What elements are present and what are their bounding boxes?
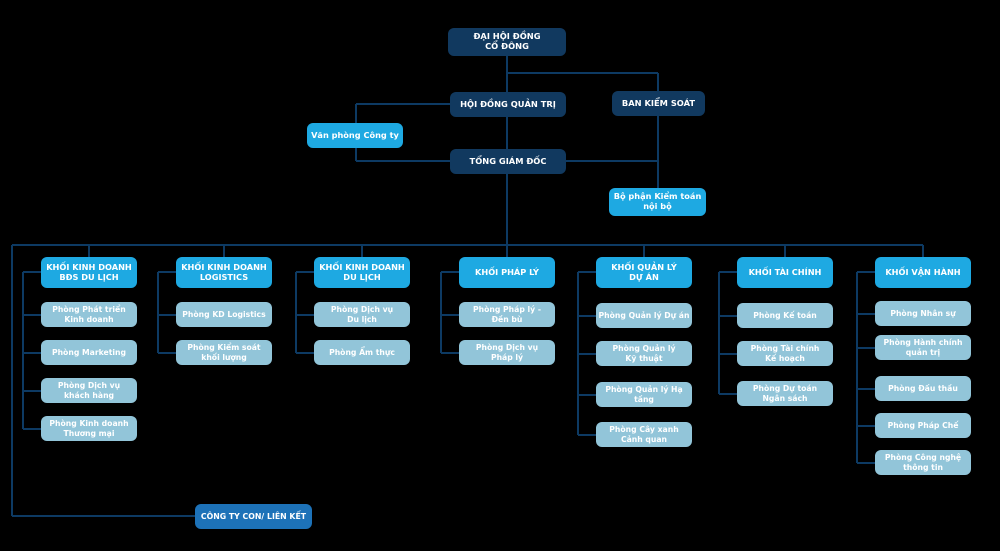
division-header: KHỐI KINH DOANH LOGISTICS — [176, 257, 272, 288]
connector-line — [719, 315, 737, 317]
department-node: Phòng Kinh doanh Thương mại — [41, 416, 137, 441]
connector-line — [11, 245, 13, 516]
connector-line — [578, 271, 596, 273]
node-internal-audit: Bộ phận Kiểm toán nội bộ — [609, 188, 706, 216]
node-shareholders-meeting: ĐẠI HỘI ĐỒNG CỔ ĐÔNG — [448, 28, 566, 56]
connector-line — [856, 272, 858, 463]
connector-line — [441, 271, 459, 273]
connector-line — [23, 352, 41, 354]
department-node: Phòng Tài chính Kế hoạch — [737, 341, 833, 366]
department-node: Phòng Ẩm thực — [314, 340, 410, 365]
division-header: KHỐI VẬN HÀNH — [875, 257, 971, 288]
connector-line — [23, 390, 41, 392]
connector-line — [578, 434, 596, 436]
connector-line — [12, 515, 196, 517]
node-board-of-directors: HỘI ĐỒNG QUẢN TRỊ — [450, 92, 566, 117]
connector-line — [857, 313, 875, 315]
connector-line — [296, 314, 314, 316]
connector-line — [578, 353, 596, 355]
connector-line — [566, 160, 658, 162]
connector-line — [577, 272, 579, 435]
connector-line — [356, 103, 450, 105]
division-header: KHỐI TÀI CHÍNH — [737, 257, 833, 288]
department-node: Phòng Cây xanh Cảnh quan — [596, 422, 692, 447]
connector-line — [440, 272, 442, 353]
department-node: Phòng Dịch vụ khách hàng — [41, 378, 137, 403]
connector-line — [578, 394, 596, 396]
connector-line — [12, 244, 923, 246]
connector-line — [507, 72, 658, 74]
connector-line — [578, 315, 596, 317]
connector-line — [23, 271, 41, 273]
connector-line — [157, 272, 159, 353]
department-node: Phòng Dịch vụ Pháp lý — [459, 340, 555, 365]
node-company-office: Văn phòng Công ty — [307, 123, 403, 148]
connector-line — [506, 56, 508, 92]
connector-line — [441, 314, 459, 316]
connector-line — [719, 271, 737, 273]
connector-line — [657, 73, 659, 91]
connector-line — [857, 271, 875, 273]
department-node: Phòng Phát triển Kinh doanh — [41, 302, 137, 327]
department-node: Phòng Nhân sự — [875, 301, 971, 326]
connector-line — [857, 388, 875, 390]
connector-line — [158, 314, 176, 316]
department-node: Phòng Pháp lý - Đền bù — [459, 302, 555, 327]
connector-line — [922, 245, 924, 257]
connector-line — [223, 245, 225, 257]
department-node: Phòng Marketing — [41, 340, 137, 365]
connector-line — [23, 428, 41, 430]
division-header: KHỐI PHÁP LÝ — [459, 257, 555, 288]
department-node: Phòng Dịch vụ Du lịch — [314, 302, 410, 327]
connector-line — [857, 347, 875, 349]
node-subsidiary-affiliates: CÔNG TY CON/ LIÊN KẾT — [195, 504, 312, 529]
connector-line — [296, 271, 314, 273]
connector-line — [158, 271, 176, 273]
department-node: Phòng Dự toán Ngân sách — [737, 381, 833, 406]
connector-line — [719, 353, 737, 355]
department-node: Phòng Pháp Chế — [875, 413, 971, 438]
connector-line — [361, 245, 363, 257]
connector-line — [295, 272, 297, 353]
connector-line — [719, 393, 737, 395]
department-node: Phòng Kiểm soát khối lượng — [176, 340, 272, 365]
connector-line — [857, 462, 875, 464]
connector-line — [784, 245, 786, 257]
division-header: KHỐI KINH DOANH BĐS DU LỊCH — [41, 257, 137, 288]
node-supervisory-board: BAN KIỂM SOÁT — [612, 91, 705, 116]
division-header: KHỐI KINH DOANH DU LỊCH — [314, 257, 410, 288]
connector-line — [23, 314, 41, 316]
connector-line — [356, 160, 450, 162]
department-node: Phòng Quản lý Kỹ thuật — [596, 341, 692, 366]
department-node: Phòng Công nghệ thông tin — [875, 450, 971, 475]
connector-line — [22, 272, 24, 429]
connector-line — [506, 245, 508, 257]
department-node: Phòng Kế toán — [737, 303, 833, 328]
division-header: KHỐI QUẢN LÝ DỰ ÁN — [596, 257, 692, 288]
connector-line — [506, 117, 508, 149]
connector-line — [643, 245, 645, 257]
connector-line — [296, 352, 314, 354]
connector-line — [857, 425, 875, 427]
department-node: Phòng Quản lý Hạ tầng — [596, 382, 692, 407]
node-general-director: TỔNG GIÁM ĐỐC — [450, 149, 566, 174]
connector-line — [158, 352, 176, 354]
connector-line — [88, 245, 90, 257]
department-node: Phòng Hành chính quản trị — [875, 335, 971, 360]
department-node: Phòng Đấu thầu — [875, 376, 971, 401]
connector-line — [506, 174, 508, 245]
department-node: Phòng Quản lý Dự án — [596, 303, 692, 328]
connector-line — [657, 116, 659, 188]
department-node: Phòng KD Logistics — [176, 302, 272, 327]
connector-line — [441, 352, 459, 354]
connector-line — [718, 272, 720, 394]
